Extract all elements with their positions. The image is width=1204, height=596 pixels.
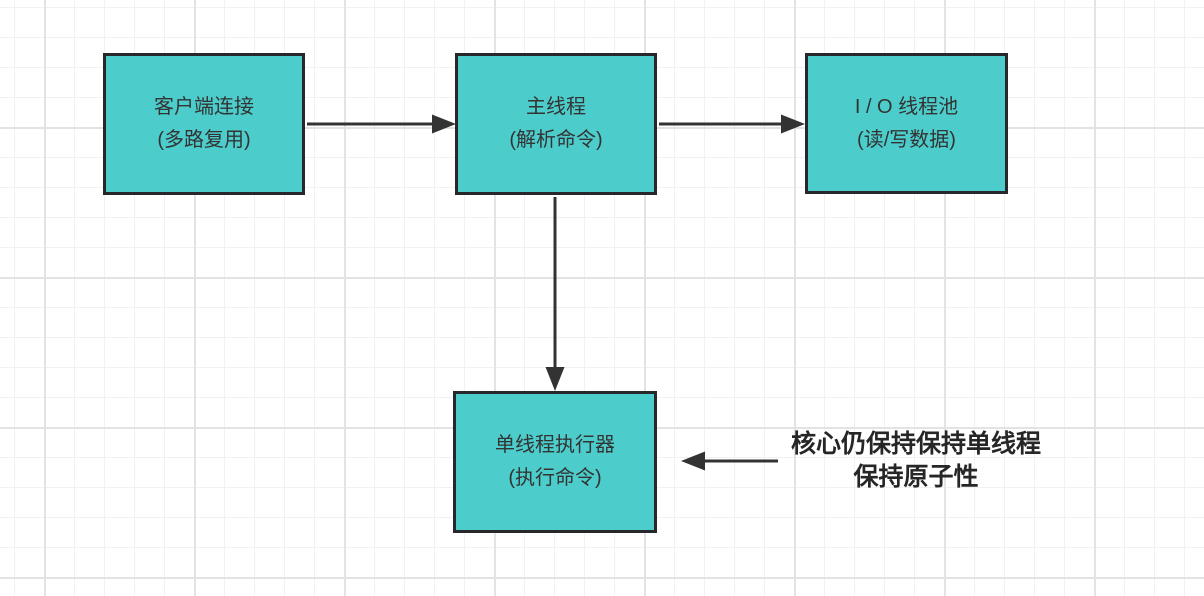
arrow-main-to-io[interactable] <box>659 114 805 134</box>
node-client-connection[interactable]: 客户端连接 (多路复用) <box>103 53 305 195</box>
arrow-annotation-to-executor[interactable] <box>681 451 778 471</box>
annotation-line1: 核心仍保持保持单线程 <box>790 430 1041 458</box>
node-label-line1: 客户端连接 <box>154 96 254 118</box>
node-io-thread-pool[interactable]: I / O 线程池 (读/写数据) <box>805 53 1008 194</box>
arrow-main-to-executor[interactable] <box>545 197 565 391</box>
annotation-line2: 保持原子性 <box>853 463 979 491</box>
node-label-line1: I / O 线程池 <box>854 95 959 118</box>
node-label-line2: (多路复用) <box>157 129 251 151</box>
annotation-note[interactable]: 核心仍保持保持单线程 保持原子性 <box>770 428 1062 494</box>
node-label-line2: (读/写数据) <box>857 128 956 151</box>
node-main-thread[interactable]: 主线程 (解析命令) <box>455 53 657 195</box>
node-single-thread-executor[interactable]: 单线程执行器 (执行命令) <box>453 391 657 533</box>
node-label-line2: (执行命令) <box>508 467 602 489</box>
arrow-client-to-main[interactable] <box>307 114 456 134</box>
node-label-line1: 主线程 <box>526 96 586 118</box>
node-label-line2: (解析命令) <box>509 129 603 151</box>
node-label-line1: 单线程执行器 <box>495 434 615 456</box>
